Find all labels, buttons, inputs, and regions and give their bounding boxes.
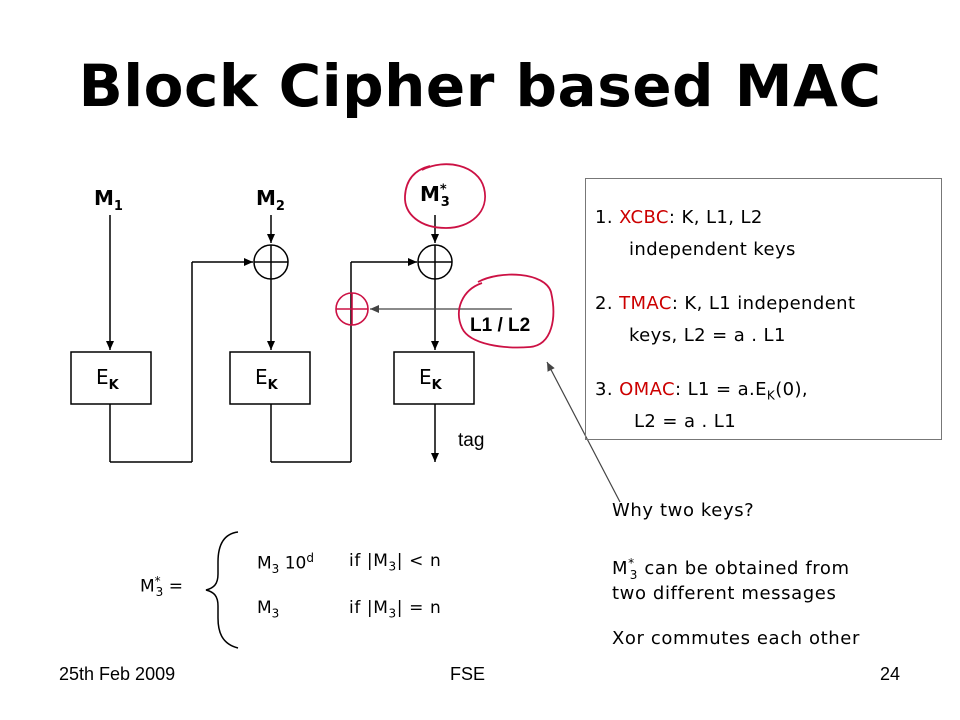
footer-date: 25th Feb 2009: [59, 664, 176, 684]
note-line3: Xor commutes each other: [612, 628, 860, 649]
list-item-tmac: 2. TMAC: K, L1 independent: [595, 293, 856, 314]
ek-box-2: [229, 351, 311, 405]
xor-2: [417, 244, 453, 280]
label-m1: M1: [94, 186, 123, 214]
note-line2: two different messages: [612, 583, 837, 604]
ek-box-3: [393, 351, 475, 405]
list-item-tmac-line2: keys, L2 = a . L1: [629, 325, 786, 346]
variant-name: TMAC: [619, 293, 672, 314]
ek-box-1: [70, 351, 152, 405]
red-circle-m3: [404, 163, 486, 229]
ek-label-3: EK: [419, 365, 442, 393]
pointer-arrow: [546, 361, 621, 503]
list-item-omac-line2: L2 = a . L1: [634, 411, 737, 432]
ek-label-1: EK: [96, 365, 119, 393]
note-m3: M*3 can be obtained from: [612, 556, 850, 582]
footer-center: FSE: [450, 664, 486, 684]
formula-case-2-cond: if |M3| = n: [349, 598, 442, 621]
red-circle-l: [458, 273, 555, 349]
list-item-xcbc: 1. XCBC: K, L1, L2: [595, 207, 763, 228]
xor-1: [253, 244, 289, 280]
list-item-xcbc-line2: independent keys: [629, 239, 796, 260]
label-m3-star: M*3: [420, 182, 450, 210]
brace: [205, 531, 239, 649]
slide-title: Block Cipher based MAC: [78, 52, 882, 120]
list-item-omac: 3. OMAC: L1 = a.EK(0),: [595, 379, 809, 403]
formula-case-1-cond: if |M3| < n: [349, 551, 442, 574]
l-key-label: L1 / L2: [470, 315, 531, 336]
variants-box: 1. XCBC: K, L1, L2 independent keys 2. T…: [585, 178, 942, 440]
tag-label: tag: [458, 430, 485, 451]
ek-label-2: EK: [255, 365, 278, 393]
label-m2: M2: [256, 186, 285, 214]
variant-name: OMAC: [619, 379, 675, 400]
formula-case-1: M3 10d: [257, 551, 314, 577]
formula-case-2: M3: [257, 598, 280, 621]
note-question: Why two keys?: [612, 500, 755, 521]
formula-lhs: M*3 =: [140, 574, 183, 600]
variant-name: XCBC: [619, 207, 669, 228]
red-xor: [335, 292, 369, 326]
footer-page-number: 24: [880, 664, 901, 684]
